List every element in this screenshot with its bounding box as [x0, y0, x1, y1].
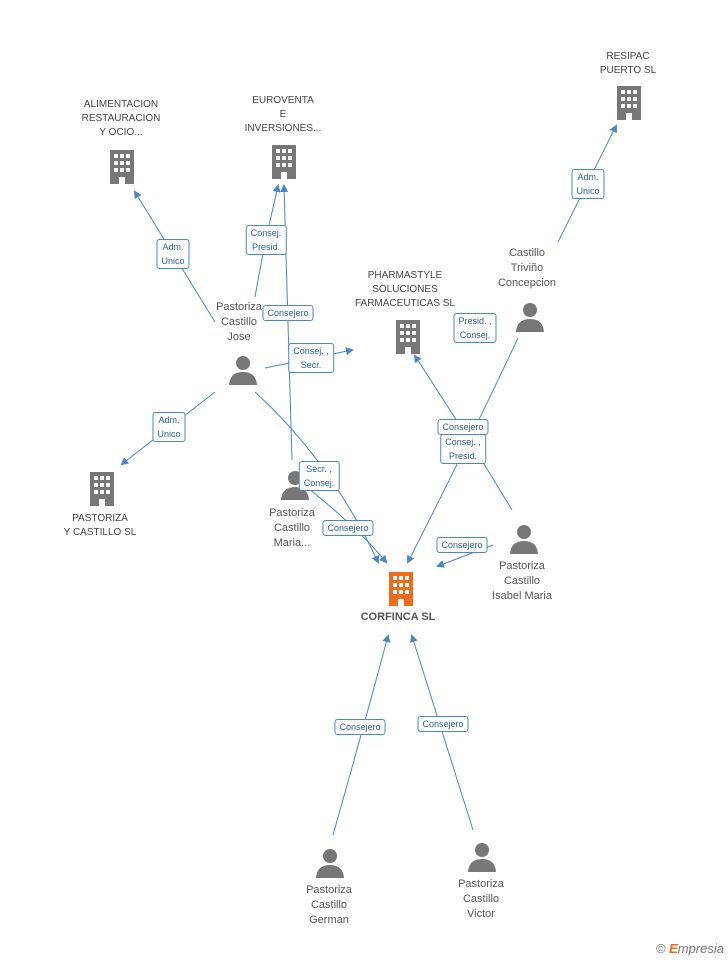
edge-label: Consejero — [437, 419, 489, 435]
person-icon — [516, 303, 544, 332]
edge-maria-euroventa — [280, 184, 293, 461]
building-icon — [396, 320, 420, 354]
company-label-alimentacion[interactable]: ALIMENTACION RESTAURACION Y OCIO... — [81, 99, 161, 138]
empresia-watermark[interactable]: © Empresia — [656, 941, 724, 956]
edge-label: Adm. Unico — [571, 169, 605, 199]
edge-victor-corfinca — [410, 634, 474, 831]
person-label-german[interactable]: Pastoriza Castillo German — [306, 884, 352, 926]
person-icon — [510, 525, 538, 554]
edge-label: Adm. Unico — [152, 412, 186, 442]
edge-label: Consej. , Presid. — [440, 434, 486, 464]
person-label-jose[interactable]: Pastoriza Castillo Jose — [216, 301, 262, 343]
edge-label: Consejero — [262, 305, 314, 321]
building-icon — [272, 145, 296, 179]
building-icon — [617, 86, 641, 120]
person-icon — [316, 849, 344, 878]
person-icon — [229, 356, 257, 385]
edge-label: Adm. Unico — [156, 239, 190, 269]
edge-label: Consej. Presid. — [245, 225, 287, 255]
company-label-resipac[interactable]: RESIPAC PUERTO SL — [599, 51, 657, 76]
company-label-euroventa[interactable]: EUROVENTA E INVERSIONES... — [244, 95, 322, 134]
edge-label: Consejero — [417, 716, 469, 732]
copyright-icon: © — [655, 941, 666, 956]
brand-name: mpresia — [677, 941, 724, 956]
person-label-victor[interactable]: Pastoriza Castillo Victor — [458, 878, 504, 920]
building-icon — [110, 150, 134, 184]
person-label-castillo-trivino[interactable]: Castillo Triviño Concepcion — [497, 247, 557, 289]
person-icon — [468, 843, 496, 872]
building-icon — [90, 472, 114, 506]
edge-label: Consej. , Secr. — [288, 343, 334, 373]
person-label-isabel[interactable]: Pastoriza Castillo Isabel Maria — [492, 560, 552, 602]
edge-label: Presid. , Consej. — [453, 313, 497, 343]
company-label-pastoriza-y-castillo[interactable]: PASTORIZA Y CASTILLO SL — [63, 513, 137, 538]
company-label-corfinca[interactable]: CORFINCA SL — [360, 611, 436, 623]
brand-initial: E — [669, 941, 678, 956]
edge-german-corfinca — [332, 634, 391, 836]
edge-label: Consejero — [334, 719, 386, 735]
company-label-pharmastyle[interactable]: PHARMASTYLE SOLUCIONES FARMACEUTICAS SL — [354, 270, 456, 309]
person-label-maria[interactable]: Pastoriza Castillo Maria... — [269, 507, 315, 549]
edge-label: Consejero — [322, 520, 374, 536]
edge-label: Consejero — [436, 537, 488, 553]
edge-label: Secr. , Consej. — [298, 461, 340, 491]
main-company-building-icon — [389, 572, 413, 606]
